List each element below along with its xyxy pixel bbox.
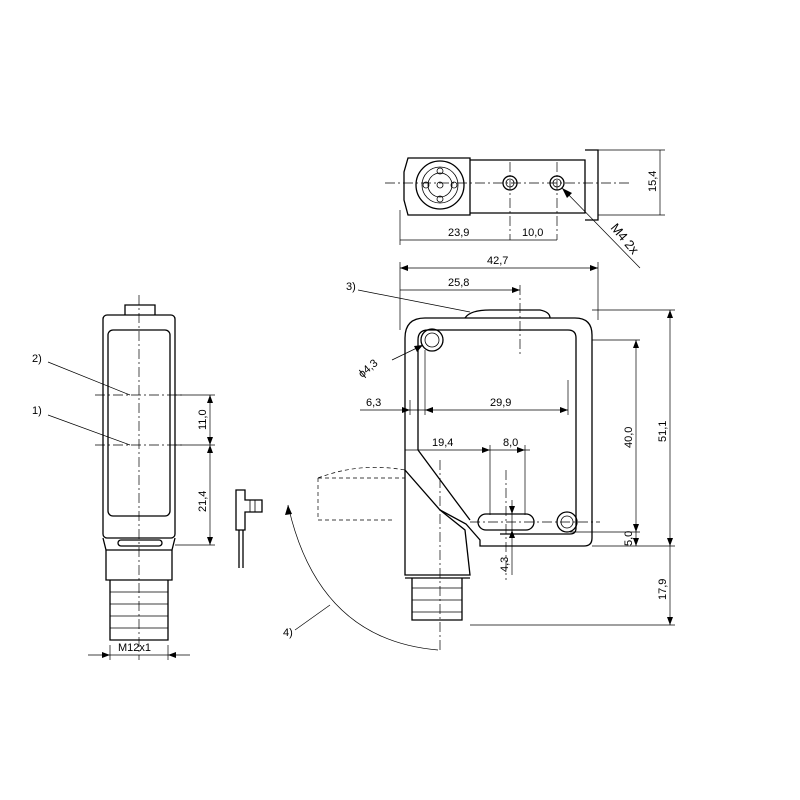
side-view: 42,7 25,8 ϕ4,3 6,3 29,9 19,4 8,0 40,0 51… xyxy=(283,255,675,651)
dim-side-slot-width: 8,0 xyxy=(503,437,518,449)
dim-top-width-1: 23,9 xyxy=(448,227,469,239)
dim-side-slot-height: 4,3 xyxy=(499,557,511,572)
dim-side-hole-spacing: 29,9 xyxy=(490,397,511,409)
thread-note: M4 2x xyxy=(608,220,643,257)
dim-side-left-offset: 6,3 xyxy=(366,397,381,409)
dim-top-width-2: 10,0 xyxy=(522,227,543,239)
dim-front-lower-height: 21,4 xyxy=(197,491,209,512)
angled-connector-sketch xyxy=(235,489,263,568)
dim-side-slot-offset: 19,4 xyxy=(432,437,453,449)
callout-3: 3) xyxy=(346,281,356,293)
dim-side-body-height: 40,0 xyxy=(623,427,635,448)
dim-front-lens-spacing: 11,0 xyxy=(197,409,209,430)
dim-top-height: 15,4 xyxy=(647,171,659,192)
front-view: 11,0 21,4 M12x1 2) 1) xyxy=(32,295,215,660)
dim-side-hole-dia: ϕ4,3 xyxy=(356,357,380,380)
thread-label: M12x1 xyxy=(118,642,151,654)
dim-side-total-width: 42,7 xyxy=(487,255,508,267)
top-view: 23,9 10,0 15,4 M4 2x xyxy=(385,149,665,269)
callout-2: 2) xyxy=(32,353,42,365)
dim-side-connector-height: 17,9 xyxy=(657,579,669,600)
dim-side-total-height: 51,1 xyxy=(657,421,669,442)
callout-4: 4) xyxy=(283,627,293,639)
dim-side-bottom-offset: 5,0 xyxy=(623,531,635,546)
dim-side-center-offset: 25,8 xyxy=(448,277,469,289)
callout-1: 1) xyxy=(32,405,42,417)
